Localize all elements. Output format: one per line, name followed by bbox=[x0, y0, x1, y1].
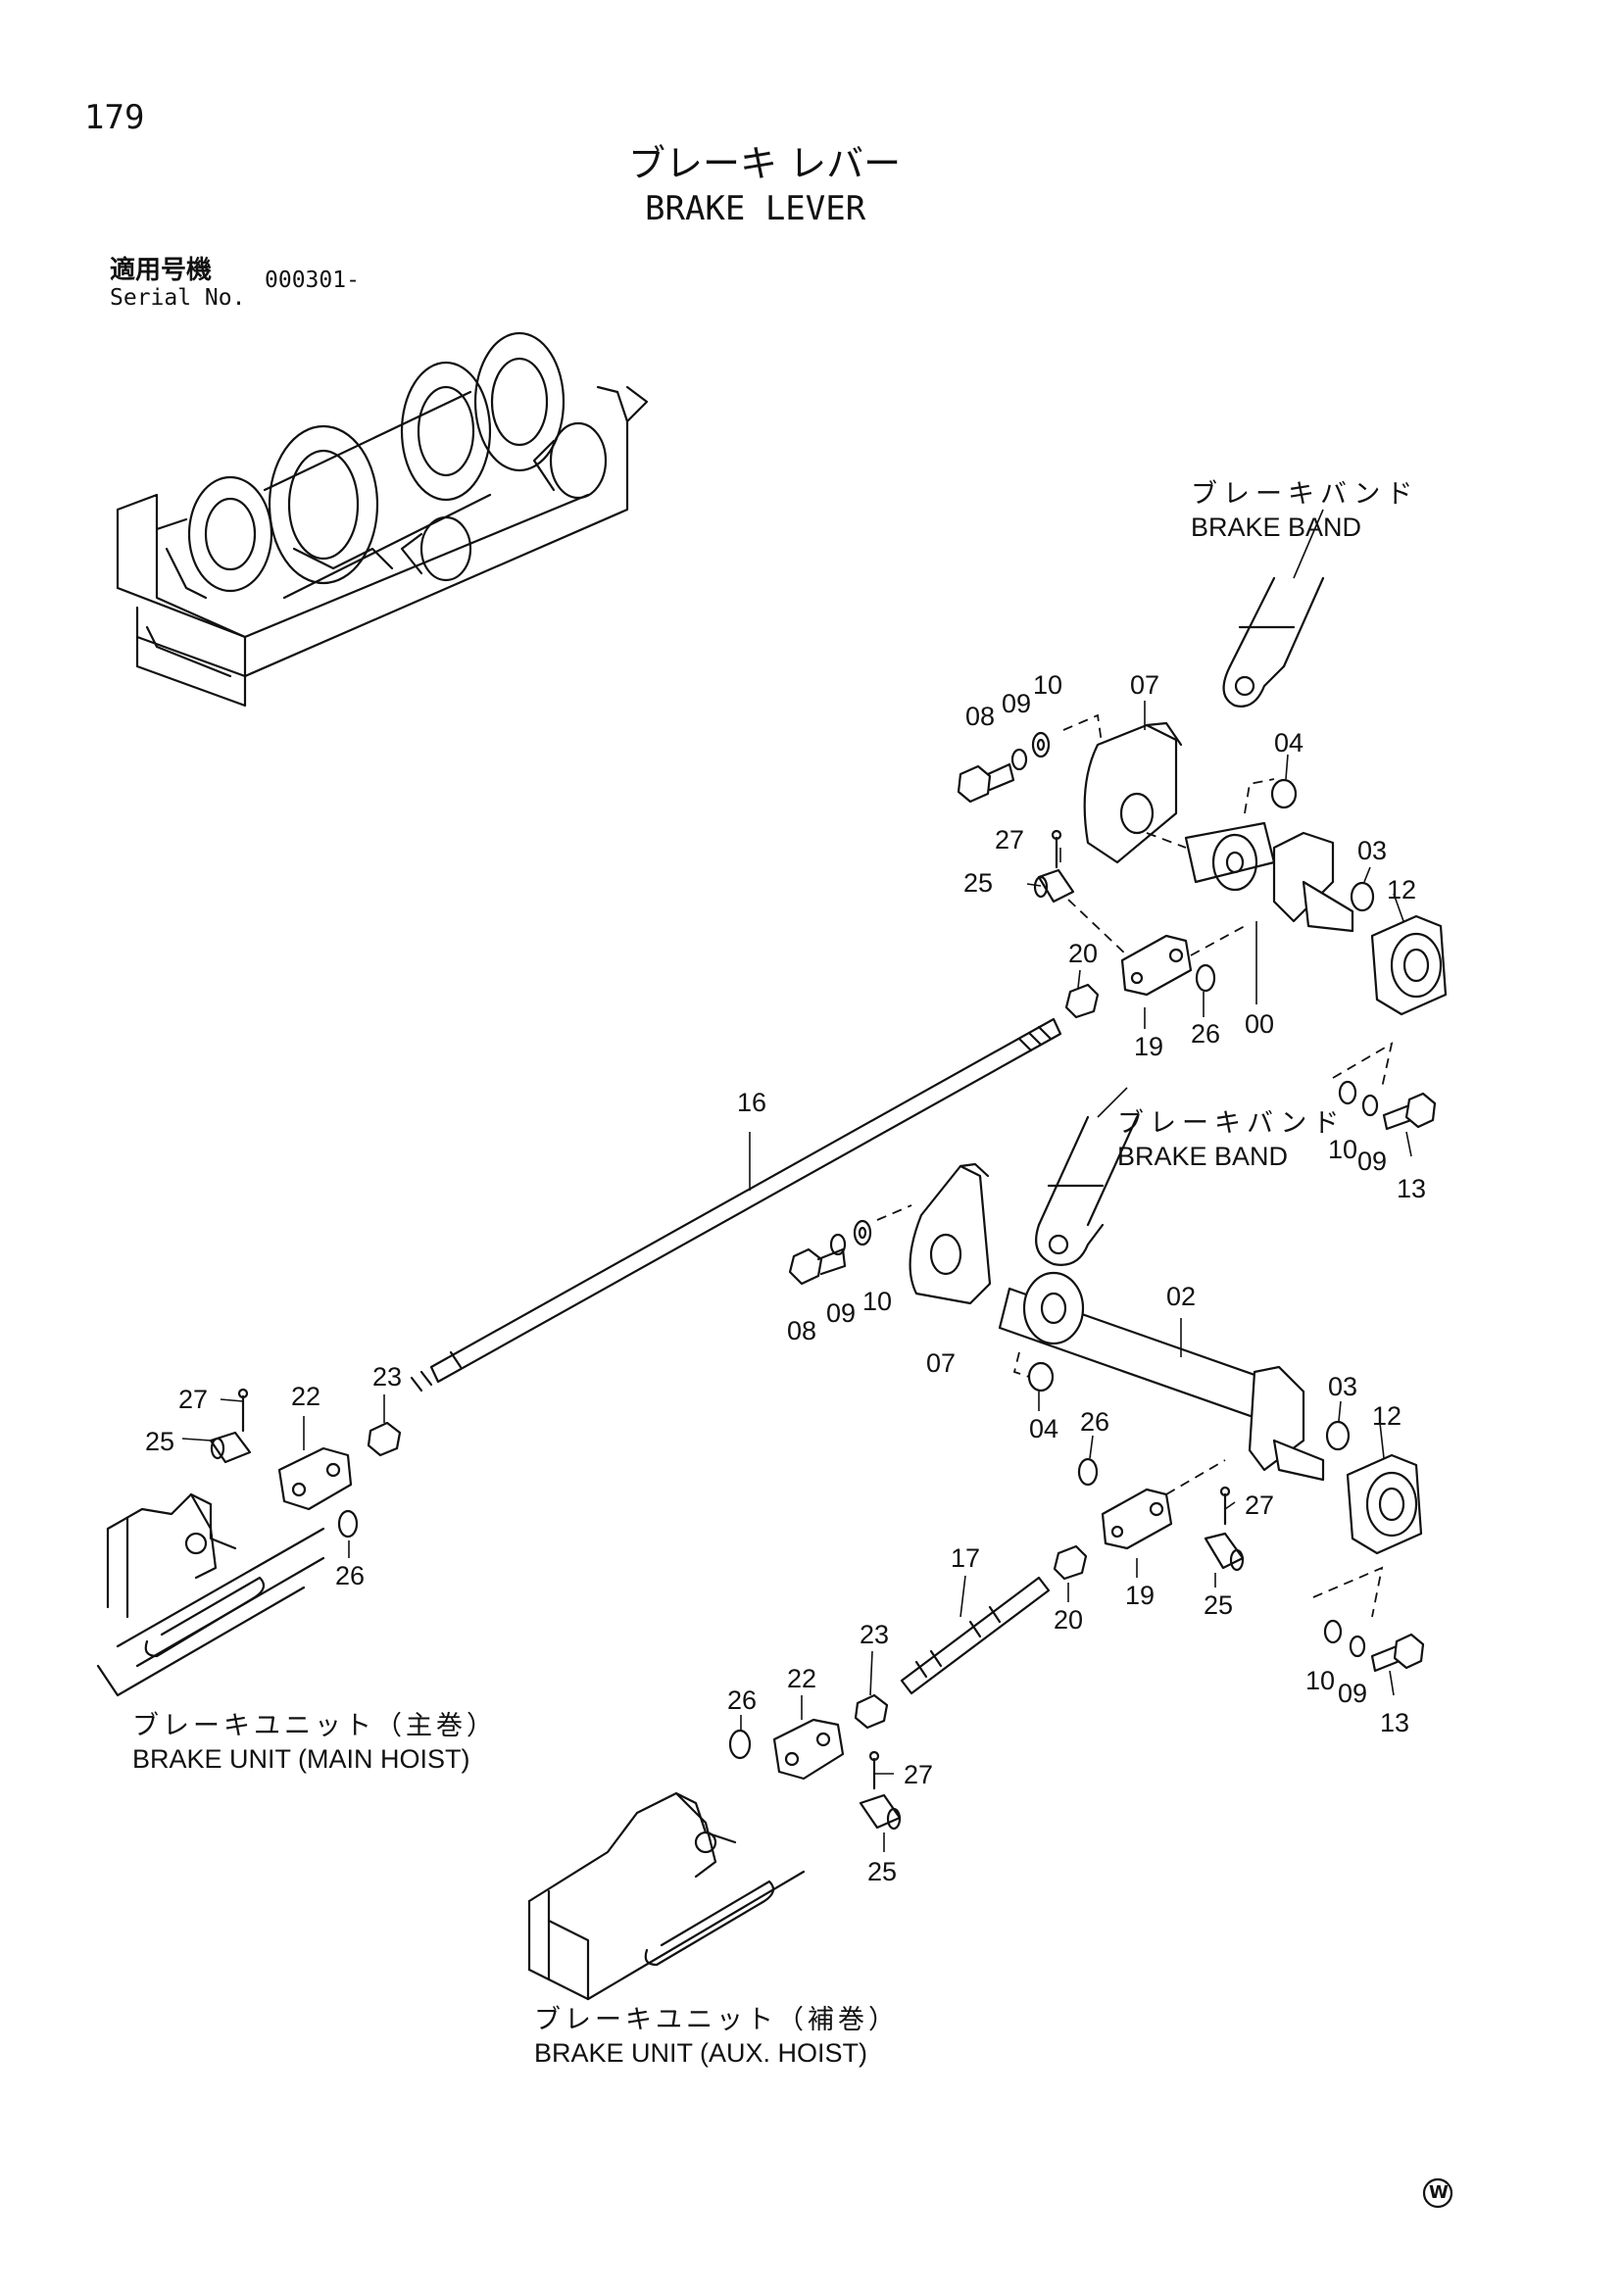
part-label-27: 27 bbox=[995, 825, 1025, 855]
part-label-16: 16 bbox=[737, 1088, 767, 1117]
lower-right-fasteners bbox=[1312, 1566, 1425, 1673]
part-label-08: 08 bbox=[965, 702, 996, 731]
part-label-27: 27 bbox=[904, 1760, 934, 1789]
part-label-10: 10 bbox=[1328, 1135, 1358, 1164]
part-label-26: 26 bbox=[727, 1685, 758, 1715]
part-label-20: 20 bbox=[1068, 939, 1099, 968]
lower-brake-band bbox=[1035, 1087, 1139, 1266]
rod-17 bbox=[900, 1576, 1051, 1695]
serial-label-english: Serial No. bbox=[110, 285, 246, 311]
part-label-00: 00 bbox=[1245, 1009, 1275, 1039]
part-label-12: 12 bbox=[1387, 875, 1417, 904]
part-label-09: 09 bbox=[1357, 1147, 1388, 1176]
leader-lines bbox=[181, 701, 1412, 1852]
part-label-26: 26 bbox=[1191, 1019, 1221, 1049]
part-label-26: 26 bbox=[1080, 1407, 1110, 1437]
part-label-13: 13 bbox=[1380, 1708, 1410, 1737]
part-label-26: 26 bbox=[335, 1561, 366, 1590]
main-hoist-brake-unit bbox=[96, 1388, 402, 1697]
part-label-03: 03 bbox=[1357, 836, 1388, 865]
part-label-04: 04 bbox=[1274, 728, 1304, 757]
part-label-25: 25 bbox=[1204, 1590, 1234, 1620]
title-english: BRAKE LEVER bbox=[645, 189, 866, 228]
upper-lever-assembly bbox=[957, 713, 1448, 1019]
lower-lever-assembly bbox=[788, 1162, 1423, 1581]
brake-band-upper-jp: ブレーキバンド bbox=[1191, 479, 1419, 509]
part-label-09: 09 bbox=[1002, 689, 1032, 718]
part-label-07: 07 bbox=[926, 1348, 957, 1378]
title-japanese: ブレーキ レバー bbox=[628, 142, 902, 185]
part-label-23: 23 bbox=[372, 1362, 403, 1392]
part-label-27: 27 bbox=[178, 1385, 209, 1414]
part-label-02: 02 bbox=[1166, 1282, 1197, 1311]
part-label-22: 22 bbox=[787, 1664, 817, 1693]
brake-unit-aux-jp: ブレーキユニット（補巻） bbox=[534, 2005, 899, 2034]
serial-label-japanese: 適用号機 bbox=[110, 256, 213, 285]
page-number: 179 bbox=[84, 98, 145, 137]
rod-16 bbox=[410, 1017, 1062, 1392]
part-label-25: 25 bbox=[963, 868, 994, 898]
brake-band-upper-en: BRAKE BAND bbox=[1191, 512, 1362, 542]
part-label-04: 04 bbox=[1029, 1414, 1059, 1443]
part-label-09: 09 bbox=[826, 1298, 857, 1328]
footer-mark-letter: W bbox=[1429, 2182, 1449, 2203]
footer-mark-circle bbox=[1422, 2177, 1453, 2209]
part-label-25: 25 bbox=[145, 1427, 175, 1456]
part-label-12: 12 bbox=[1372, 1401, 1402, 1431]
brake-unit-main-en: BRAKE UNIT (MAIN HOIST) bbox=[132, 1743, 470, 1774]
part-label-08: 08 bbox=[787, 1316, 817, 1345]
brake-band-upper-label: ブレーキバンド BRAKE BAND bbox=[1191, 478, 1418, 545]
part-label-07: 07 bbox=[1130, 670, 1160, 700]
part-label-09: 09 bbox=[1338, 1679, 1368, 1708]
part-label-13: 13 bbox=[1397, 1174, 1427, 1203]
part-label-03: 03 bbox=[1328, 1372, 1358, 1401]
part-label-19: 19 bbox=[1125, 1581, 1156, 1610]
part-label-17: 17 bbox=[951, 1543, 981, 1573]
winch-overview-illustration bbox=[116, 331, 649, 708]
brake-unit-main-jp: ブレーキユニット（主巻） bbox=[132, 1711, 497, 1740]
brake-unit-main-hoist-label: ブレーキユニット（主巻） BRAKE UNIT (MAIN HOIST) bbox=[132, 1710, 497, 1777]
brake-unit-aux-en: BRAKE UNIT (AUX. HOIST) bbox=[534, 2037, 868, 2068]
part-label-10: 10 bbox=[1305, 1666, 1336, 1695]
brake-band-lower-jp: ブレーキバンド bbox=[1117, 1108, 1346, 1138]
part-label-10: 10 bbox=[862, 1287, 893, 1316]
serial-number-value: 000301- bbox=[265, 268, 360, 293]
brake-band-lower-label: ブレーキバンド BRAKE BAND bbox=[1117, 1107, 1345, 1174]
part-label-10: 10 bbox=[1033, 670, 1063, 700]
brake-unit-aux-hoist-label: ブレーキユニット（補巻） BRAKE UNIT (AUX. HOIST) bbox=[534, 2004, 899, 2071]
part-label-23: 23 bbox=[860, 1620, 890, 1649]
upper-brake-band bbox=[1222, 509, 1325, 708]
part-label-19: 19 bbox=[1134, 1032, 1164, 1061]
part-label-20: 20 bbox=[1054, 1605, 1084, 1635]
part-label-25: 25 bbox=[867, 1857, 898, 1886]
part-label-22: 22 bbox=[291, 1382, 321, 1411]
aux-hoist-brake-unit bbox=[527, 1693, 902, 2001]
part-label-27: 27 bbox=[1245, 1490, 1275, 1520]
upper-right-fasteners bbox=[1332, 1042, 1437, 1131]
brake-band-lower-en: BRAKE BAND bbox=[1117, 1141, 1289, 1171]
